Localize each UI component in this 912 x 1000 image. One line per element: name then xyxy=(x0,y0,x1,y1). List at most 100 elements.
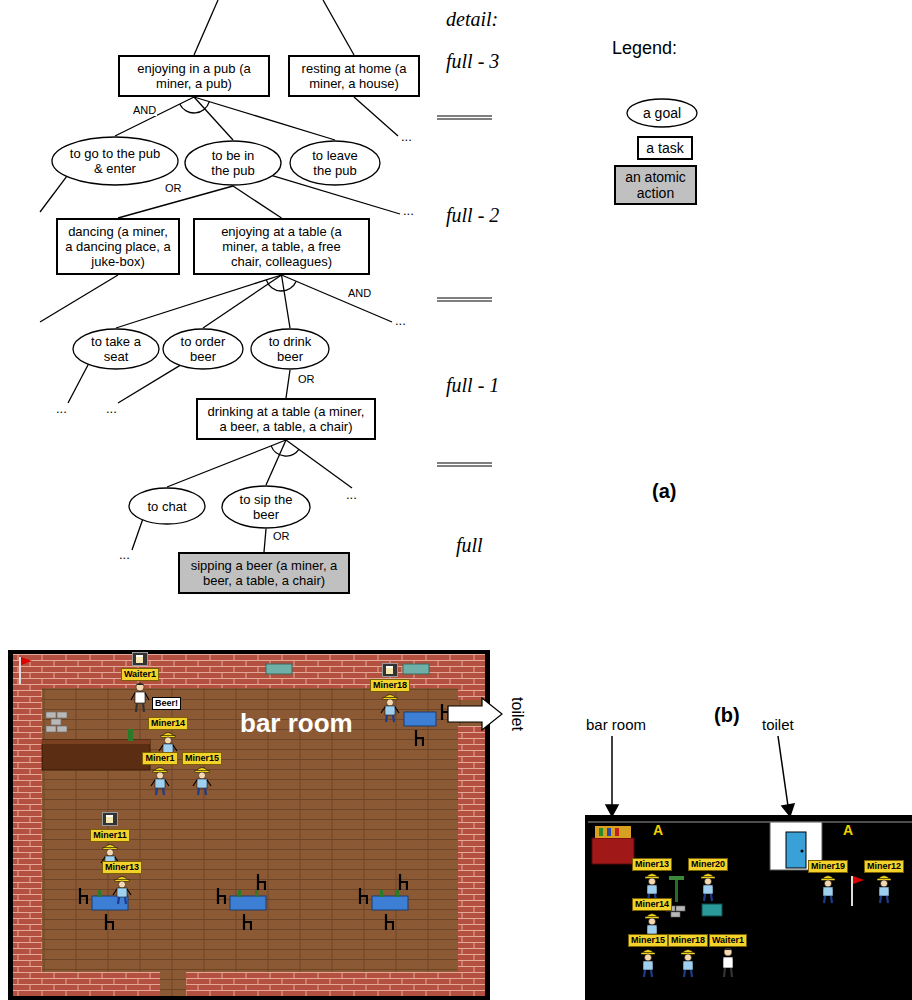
callout-arrows xyxy=(611,736,613,807)
open-branch-line xyxy=(194,0,218,55)
bar-room-screenshot xyxy=(92,896,128,910)
open-branch-line xyxy=(40,275,118,322)
map-screenshot xyxy=(853,876,864,884)
agent-name-tag: Miner14 xyxy=(148,717,188,730)
map-screenshot xyxy=(679,950,697,978)
level-separators xyxy=(437,116,492,119)
and-arc xyxy=(180,102,210,113)
bar-room-screenshot xyxy=(57,726,67,732)
tree-link xyxy=(194,97,335,140)
tree-link xyxy=(264,529,266,552)
bar-room-screenshot xyxy=(238,890,241,897)
map-screenshot xyxy=(801,850,804,853)
open-branch-line xyxy=(68,364,88,403)
agent-name-tag: Waiter1 xyxy=(121,668,159,681)
map-screenshot xyxy=(669,876,684,880)
bar-room-screenshot xyxy=(42,740,150,770)
goal-shape-outline xyxy=(52,137,178,185)
callout-arrows xyxy=(606,736,794,816)
ellipsis: ... xyxy=(56,402,67,416)
task-box: enjoying at a table (a miner, a table, a… xyxy=(193,218,370,275)
agent-name-tag: Miner14 xyxy=(632,898,672,911)
open-branch-line xyxy=(132,520,143,550)
goal-ellipse: to be in the pub xyxy=(184,140,282,186)
map-screenshot xyxy=(671,912,680,917)
bar-room-screenshot xyxy=(400,874,407,890)
tree-link xyxy=(116,275,282,328)
open-branch-line xyxy=(323,0,354,55)
text-holder: to order beer xyxy=(180,334,226,364)
node-text: drinking at a table (a miner, a beer, a … xyxy=(203,404,369,434)
bar-room-screenshot xyxy=(448,698,502,730)
detail-level-label: full xyxy=(456,534,483,556)
agent-name-tag: Miner13 xyxy=(632,858,672,871)
map-screenshot xyxy=(702,904,722,916)
bar-room-screenshot xyxy=(8,650,502,1000)
legend-sample: an atomic action xyxy=(614,165,697,205)
bar-room-screenshot xyxy=(46,712,67,732)
bar-room-screenshot xyxy=(131,683,149,712)
map-screenshot xyxy=(719,948,737,977)
area-marker: A xyxy=(843,822,853,838)
node-text: resting at home (a miner, a house) xyxy=(295,61,413,91)
agent-name-tag: Miner12 xyxy=(864,860,904,873)
goal-shape-outline xyxy=(222,486,310,528)
bar-room-screenshot xyxy=(19,657,21,684)
level-separators xyxy=(437,116,492,466)
legend-text: an atomic action xyxy=(619,169,692,201)
bar-room-screenshot xyxy=(380,890,383,897)
bar-room-screenshot xyxy=(98,890,101,897)
bar-room-screenshot xyxy=(404,712,436,726)
bar-room-screenshot xyxy=(266,664,292,674)
agent-name-tag: Miner13 xyxy=(102,861,142,874)
task-box: resting at home (a miner, a house) xyxy=(288,55,420,97)
task-box: enjoying in a pub (a miner, a pub) xyxy=(118,55,270,97)
tree-link xyxy=(203,275,282,328)
bar-room-screenshot xyxy=(106,914,113,930)
agent-name-tag: Miner15 xyxy=(628,934,668,947)
detail-level-label: full - 2 xyxy=(446,204,499,226)
bar-room-screenshot xyxy=(160,972,186,996)
bar-room-screenshot xyxy=(230,896,266,910)
ellipsis: ... xyxy=(106,402,117,416)
goal-ellipse: to take a seat xyxy=(72,328,160,370)
goal-ellipse: to go to the pub & enter xyxy=(51,136,179,186)
ellipsis: ... xyxy=(401,130,412,144)
goal-ellipse: to sip the beer xyxy=(221,485,311,529)
map-screenshot xyxy=(592,838,634,864)
agent-name-tag: Miner18 xyxy=(370,679,410,692)
ellipsis: ... xyxy=(346,488,357,502)
goal-shape-outline xyxy=(185,141,281,185)
bar-room-screenshot xyxy=(103,813,118,826)
goal-ellipse: to leave the pub xyxy=(289,140,381,186)
bar-room-screenshot xyxy=(383,664,398,677)
tree-link xyxy=(286,370,290,398)
bar-room-screenshot xyxy=(133,653,148,666)
atomic-action-box: sipping a beer (a miner, a beer, a table… xyxy=(178,552,350,594)
legend-text: a task xyxy=(642,140,688,156)
map-screenshot xyxy=(585,815,912,1000)
bar-room-screenshot xyxy=(416,730,423,746)
map-screenshot xyxy=(643,874,661,902)
legend-sample: a task xyxy=(637,136,693,160)
map-screenshot xyxy=(786,832,806,868)
bar-room-screenshot xyxy=(360,888,367,904)
callout-arrows xyxy=(778,736,788,806)
tree-link xyxy=(266,440,286,485)
area-marker: A xyxy=(653,822,663,838)
agent-name-tag: Miner20 xyxy=(688,858,728,871)
bar-room-screenshot xyxy=(21,657,32,665)
bar-room-screenshot xyxy=(396,890,399,897)
map-screenshot xyxy=(699,874,717,902)
bar-room-screenshot xyxy=(42,740,150,744)
bar-room-screenshot xyxy=(193,768,211,796)
callout-label: toilet xyxy=(762,716,794,733)
goal-ellipse: to order beer xyxy=(162,328,244,370)
room-pointer-label: toilet xyxy=(508,697,526,731)
agent-name-tag: Miner19 xyxy=(808,860,848,873)
decomposition-type: OR xyxy=(164,182,183,194)
agent-name-tag: Miner11 xyxy=(90,829,130,842)
text-holder: to leave the pub xyxy=(312,148,359,178)
bar-room-screenshot xyxy=(46,712,56,718)
